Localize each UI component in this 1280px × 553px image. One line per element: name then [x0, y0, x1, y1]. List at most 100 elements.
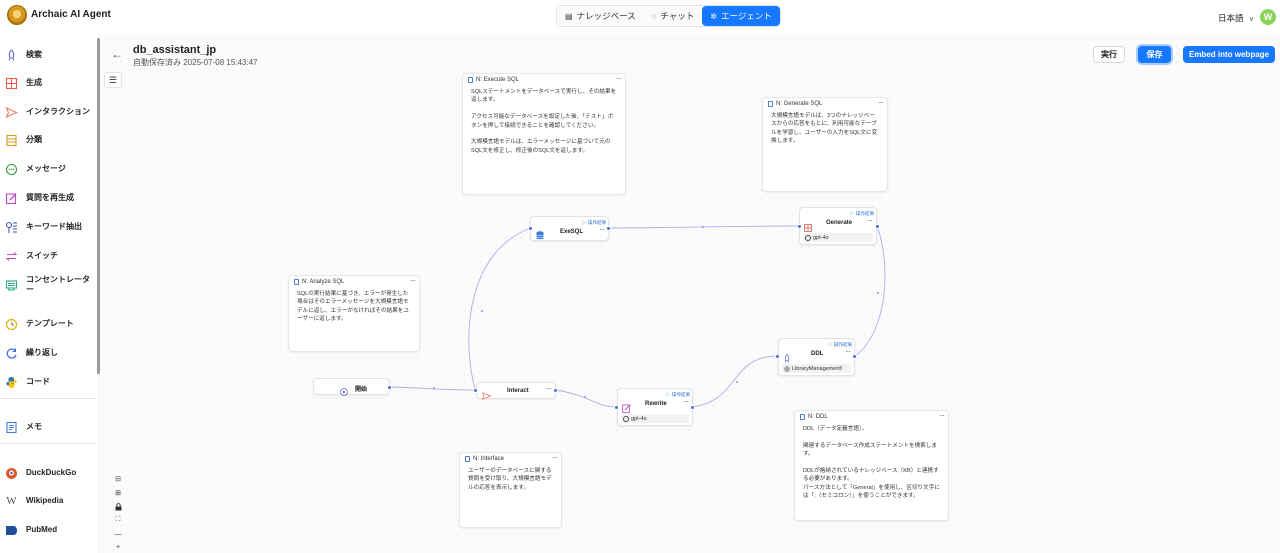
node-input-handle[interactable] — [614, 405, 619, 410]
node-output-handle[interactable] — [875, 224, 880, 229]
note-ddl[interactable]: N: DDL ··· DDL（データ定義言語）。 関連するデータベース作成ステー… — [794, 410, 949, 521]
note-icon — [800, 414, 805, 420]
more-options-icon[interactable]: ··· — [867, 216, 873, 225]
edit-icon — [5, 192, 18, 205]
embed-button[interactable]: Embed into webpage — [1183, 46, 1275, 63]
node-output-handle[interactable] — [690, 405, 695, 410]
keyword-icon — [5, 221, 18, 234]
top-navigation: ▤ ナレッジベース ◌ チャット ✲ エージェント — [556, 5, 781, 27]
tab-agent[interactable]: ✲ エージェント — [702, 6, 780, 26]
sidebar-scrollbar[interactable] — [97, 38, 100, 374]
more-options-icon[interactable]: ··· — [683, 397, 689, 406]
database-icon: ▤ — [565, 11, 573, 21]
note-body: SQLステートメントをデータベースで実行し、その結果を返します。 アクセス可能な… — [471, 89, 617, 154]
grid-icon — [804, 219, 812, 237]
node-exesql[interactable]: ▷ 操作結果 ExeSQL ··· — [530, 216, 609, 241]
node-title: DDL — [811, 351, 824, 357]
zoom-in-icon[interactable]: + — [115, 543, 121, 551]
node-output-handle[interactable] — [606, 226, 611, 231]
rocket-icon — [783, 350, 791, 368]
node-title: Generate — [826, 220, 853, 226]
node-input-handle[interactable] — [797, 224, 802, 229]
sidebar-item-concentrator[interactable]: コンセントレーター — [0, 271, 96, 299]
model-selector[interactable]: gpt-4o — [803, 233, 873, 242]
note-body: ユーザーのデータベースに関する質問を受け取り、大規模言語モデルの応答を表示します… — [468, 468, 552, 491]
run-result-link[interactable]: ▷ 操作結果 — [828, 342, 853, 347]
sidebar-item-rewrite-question[interactable]: 質問を再生成 — [0, 184, 96, 212]
collapse-icon[interactable]: ⊟ — [115, 476, 121, 483]
edit-icon — [622, 400, 631, 418]
sidebar-item-loop[interactable]: 繰り返し — [0, 339, 96, 367]
note-execute-sql[interactable]: N: Execute SQL ··· SQLステートメントをデータベースで実行し… — [462, 73, 626, 195]
sidebar-item-code[interactable]: コード — [0, 368, 96, 396]
chat-icon: ◌ — [651, 11, 657, 21]
node-interact[interactable]: Interact ··· — [476, 382, 556, 400]
note-analyze-sql[interactable]: N: Analyze SQL ··· SQLの実行結果に基づき、エラーが発生した… — [288, 275, 420, 352]
more-options-icon[interactable]: ··· — [546, 384, 552, 393]
node-ddl[interactable]: ▷ 操作結果 DDL ··· LibraryManagement! — [778, 338, 855, 376]
node-output-handle[interactable] — [852, 354, 857, 359]
node-begin[interactable]: 開始 — [313, 378, 390, 396]
python-icon — [5, 376, 18, 389]
node-generate[interactable]: ▷ 操作結果 Generate ··· gpt-4o — [799, 207, 877, 245]
wikipedia-icon: W — [6, 495, 17, 507]
app-logo-icon — [7, 5, 27, 25]
sidebar-item-interaction[interactable]: インタラクション — [0, 98, 96, 126]
rocket-icon — [5, 48, 18, 62]
more-options-icon[interactable]: ··· — [410, 276, 416, 285]
note-icon — [465, 456, 470, 462]
memo-icon — [5, 421, 18, 434]
sidebar-item-generate[interactable]: 生成 — [0, 69, 96, 97]
expand-icon[interactable]: ⊞ — [115, 490, 121, 497]
save-button[interactable]: 保存 — [1138, 46, 1171, 63]
avatar[interactable]: W — [1260, 9, 1276, 25]
more-options-icon[interactable]: ··· — [616, 74, 622, 83]
node-output-handle[interactable] — [553, 388, 558, 393]
list-icon[interactable]: ☰ — [104, 72, 122, 88]
tab-knowledge-base[interactable]: ▤ ナレッジベース — [565, 11, 636, 21]
more-options-icon[interactable]: ··· — [845, 347, 851, 356]
node-rewrite[interactable]: ▷ 操作結果 Rewrite ··· gpt-4o — [617, 388, 693, 426]
node-input-handle[interactable] — [528, 226, 533, 231]
model-selector[interactable]: gpt-4o — [621, 414, 689, 423]
sidebar-item-memo[interactable]: メモ — [0, 413, 96, 441]
knowledge-base-selector[interactable]: LibraryManagement! — [782, 364, 851, 373]
lock-icon[interactable] — [111, 501, 125, 513]
sidebar-item-switch[interactable]: スイッチ — [0, 242, 96, 270]
language-selector[interactable]: 日本語 ∨ — [1218, 13, 1255, 23]
node-output-handle[interactable] — [387, 385, 392, 390]
run-button[interactable]: 実行 — [1093, 46, 1125, 63]
more-options-icon[interactable]: ··· — [599, 225, 605, 234]
sidebar-item-message[interactable]: メッセージ — [0, 155, 96, 183]
sidebar-item-duckduckgo[interactable]: DuckDuckGo — [0, 459, 96, 487]
node-input-handle[interactable] — [473, 388, 478, 393]
sidebar-item-keyword-extract[interactable]: キーワード抽出 — [0, 213, 96, 241]
run-result-link[interactable]: ▷ 操作結果 — [666, 392, 691, 397]
note-interface[interactable]: N: Interface ··· ユーザーのデータベースに関する質問を受け取り、… — [459, 452, 562, 528]
sidebar-item-pubmed[interactable]: PubMed — [0, 516, 96, 544]
back-arrow-icon[interactable]: ← — [111, 47, 123, 61]
more-options-icon[interactable]: ··· — [939, 411, 945, 420]
run-result-link[interactable]: ▷ 操作結果 — [582, 220, 607, 225]
flow-canvas[interactable] — [101, 34, 1280, 553]
note-icon — [468, 77, 473, 83]
note-generate-sql[interactable]: N: Generate SQL ··· 大規模言語モデルは、3つのナレッジベース… — [762, 97, 888, 192]
node-title: Interact — [507, 388, 529, 394]
fit-view-icon[interactable]: ⛶ — [115, 516, 121, 523]
more-options-icon[interactable]: ··· — [878, 98, 884, 107]
sidebar-item-search[interactable]: 検索 — [0, 41, 96, 69]
note-icon — [768, 101, 773, 107]
sidebar-item-wikipedia[interactable]: W Wikipedia — [6, 495, 64, 507]
node-input-handle[interactable] — [775, 354, 780, 359]
run-result-link[interactable]: ▷ 操作結果 — [850, 211, 875, 216]
note-body: DDL（データ定義言語）。 関連するデータベース作成ステートメントを検索します。… — [803, 426, 940, 500]
database-icon — [536, 227, 544, 245]
node-title: Rewrite — [645, 401, 667, 407]
tab-chat[interactable]: ◌ チャット — [651, 11, 695, 21]
sidebar-item-categorize[interactable]: 分類 — [0, 126, 96, 154]
more-options-icon[interactable]: ··· — [552, 453, 558, 462]
loop-icon — [5, 347, 18, 360]
concentrator-icon — [5, 279, 18, 292]
zoom-out-icon[interactable]: — — [114, 530, 122, 538]
sidebar-item-template[interactable]: テンプレート — [0, 310, 96, 338]
